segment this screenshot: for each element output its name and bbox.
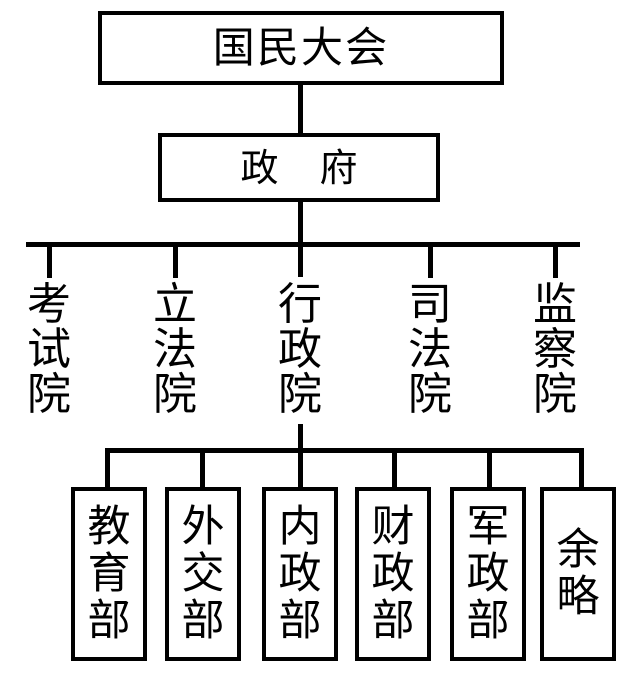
branch-stub-examination-yuan xyxy=(47,242,52,278)
node-executive-yuan: 行 政 院 xyxy=(272,282,328,417)
node-legislative-yuan-char-3: 院 xyxy=(153,369,197,420)
node-ministry-of-military-administration-char-1: 军 xyxy=(466,501,510,552)
ministry-stub-military-administration xyxy=(487,448,492,489)
node-legislative-yuan: 立 法 院 xyxy=(147,282,203,417)
node-government: 政 府 xyxy=(158,133,440,202)
node-ministry-of-foreign-affairs: 外 交 部 xyxy=(165,487,241,661)
node-judicial-yuan-char-2: 法 xyxy=(408,324,452,375)
connector-government-to-branch-bus xyxy=(298,202,303,247)
ministry-stub-education xyxy=(105,448,110,489)
node-judicial-yuan-char-1: 司 xyxy=(408,279,452,330)
node-ministry-of-foreign-affairs-char-3: 部 xyxy=(181,595,225,646)
node-judicial-yuan-char-3: 院 xyxy=(408,369,452,420)
node-examination-yuan-char-3: 院 xyxy=(27,369,71,420)
connector-executive-yuan-to-ministry-bus xyxy=(298,424,303,452)
node-ministry-of-finance-char-3: 部 xyxy=(371,595,415,646)
node-ministry-of-finance-char-1: 财 xyxy=(371,501,415,552)
node-ministry-of-finance: 财 政 部 xyxy=(355,487,431,661)
node-executive-yuan-char-2: 政 xyxy=(278,324,322,375)
node-ministry-of-interior-char-3: 部 xyxy=(278,595,322,646)
ministry-stub-finance xyxy=(392,448,397,489)
ministry-stub-foreign-affairs xyxy=(200,448,205,489)
node-ministry-of-education-char-3: 部 xyxy=(87,595,131,646)
node-ministry-of-education-char-2: 育 xyxy=(87,548,131,599)
node-control-yuan-char-1: 监 xyxy=(533,279,577,330)
node-ministry-of-foreign-affairs-label: 外 交 部 xyxy=(181,501,225,646)
node-examination-yuan-char-1: 考 xyxy=(27,279,71,330)
node-others-omitted-char-1: 余 xyxy=(556,525,600,575)
node-ministry-of-interior-label: 内 政 部 xyxy=(278,501,322,646)
node-ministry-of-military-administration-char-2: 政 xyxy=(466,548,510,599)
branch-bus-line xyxy=(26,242,580,247)
node-control-yuan-char-2: 察 xyxy=(533,324,577,375)
node-ministry-of-finance-label: 财 政 部 xyxy=(371,501,415,646)
node-ministry-of-foreign-affairs-char-2: 交 xyxy=(181,548,225,599)
ministry-bus-line xyxy=(105,448,584,453)
node-national-assembly-label: 国民大会 xyxy=(212,23,390,72)
node-ministry-of-military-administration: 军 政 部 xyxy=(450,487,526,661)
node-ministry-of-foreign-affairs-char-1: 外 xyxy=(181,501,225,552)
ministry-stub-others xyxy=(579,448,584,489)
node-others-omitted-label: 余 略 xyxy=(557,527,600,621)
ministry-stub-interior xyxy=(298,448,303,489)
node-control-yuan-char-3: 院 xyxy=(533,369,577,420)
node-executive-yuan-char-3: 院 xyxy=(278,369,322,420)
node-ministry-of-interior: 内 政 部 xyxy=(262,487,338,661)
node-control-yuan: 监 察 院 xyxy=(527,282,583,417)
node-ministry-of-education: 教 育 部 xyxy=(71,487,147,661)
node-legislative-yuan-char-1: 立 xyxy=(153,279,197,330)
node-ministry-of-education-label: 教 育 部 xyxy=(87,501,131,646)
node-government-label: 政 府 xyxy=(240,145,372,190)
node-ministry-of-interior-char-1: 内 xyxy=(278,501,322,552)
node-ministry-of-finance-char-2: 政 xyxy=(371,548,415,599)
branch-stub-control-yuan xyxy=(553,242,558,278)
node-legislative-yuan-char-2: 法 xyxy=(153,324,197,375)
node-others-omitted: 余 略 xyxy=(540,487,616,661)
node-ministry-of-education-char-1: 教 xyxy=(87,501,131,552)
node-examination-yuan-char-2: 试 xyxy=(27,324,71,375)
node-others-omitted-char-2: 略 xyxy=(556,572,600,622)
node-examination-yuan: 考 试 院 xyxy=(21,282,77,417)
node-ministry-of-interior-char-2: 政 xyxy=(278,548,322,599)
node-executive-yuan-char-1: 行 xyxy=(278,279,322,330)
node-national-assembly: 国民大会 xyxy=(98,11,504,85)
node-ministry-of-military-administration-label: 军 政 部 xyxy=(466,501,510,646)
node-judicial-yuan: 司 法 院 xyxy=(402,282,458,417)
connector-assembly-to-government xyxy=(298,85,303,133)
branch-stub-legislative-yuan xyxy=(173,242,178,278)
branch-stub-judicial-yuan xyxy=(428,242,433,278)
branch-stub-executive-yuan xyxy=(298,242,303,277)
node-ministry-of-military-administration-char-3: 部 xyxy=(466,595,510,646)
